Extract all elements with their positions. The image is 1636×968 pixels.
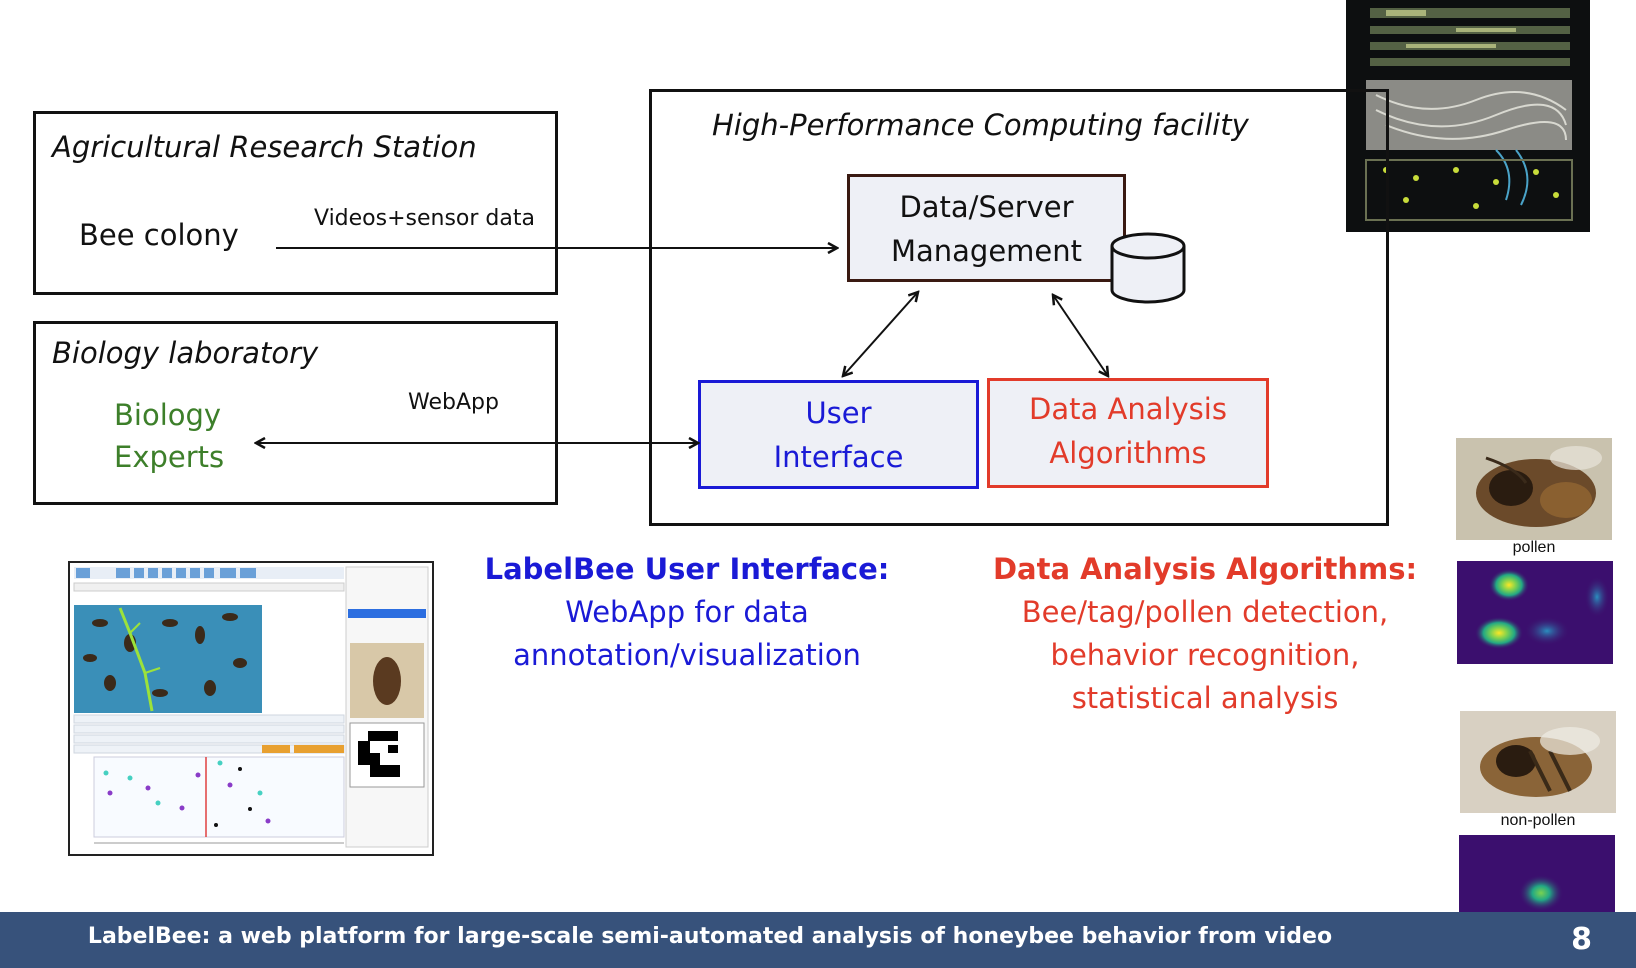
biology-lab-box: Biology laboratory Biology Experts WebAp…	[33, 321, 558, 505]
agricultural-station-box: Agricultural Research Station Bee colony…	[33, 111, 558, 295]
algo-box-line-1: Data Analysis	[1029, 392, 1227, 426]
hpc-facility-box: High-Performance Computing facility	[649, 89, 1389, 526]
ui-box-line-2: Interface	[773, 440, 904, 474]
ui-caption-line-2: annotation/visualization	[513, 638, 861, 672]
labelbee-ui-screenshot	[68, 561, 434, 856]
ui-caption-line-1: WebApp for data	[565, 595, 809, 629]
videos-sensor-label: Videos+sensor data	[314, 206, 535, 231]
database-icon	[1108, 230, 1188, 310]
pollen-bee-image	[1456, 438, 1612, 540]
algo-caption-line-1: Bee/tag/pollen detection,	[1021, 595, 1389, 629]
biology-experts-label: Biology Experts	[114, 394, 224, 478]
ui-caption: LabelBee User Interface: WebApp for data…	[460, 548, 914, 677]
algorithms-box: Data Analysis Algorithms	[987, 378, 1269, 488]
server-line-1: Data/Server	[899, 190, 1074, 224]
algo-caption-line-3: statistical analysis	[1071, 681, 1339, 715]
algo-caption: Data Analysis Algorithms: Bee/tag/pollen…	[970, 548, 1440, 720]
server-rack-image	[1346, 0, 1590, 232]
footer-bar: LabelBee: a web platform for large-scale…	[0, 912, 1636, 968]
webapp-label: WebApp	[408, 390, 499, 415]
non-pollen-bee-image	[1460, 711, 1616, 813]
hpc-title: High-Performance Computing facility	[712, 108, 1249, 142]
pollen-label: pollen	[1512, 539, 1556, 556]
ui-box-line-1: User	[805, 396, 872, 430]
pollen-heatmap	[1457, 561, 1613, 664]
footer-title: LabelBee: a web platform for large-scale…	[87, 924, 1333, 949]
algo-box-line-2: Algorithms	[1049, 436, 1207, 470]
algo-caption-heading: Data Analysis Algorithms:	[992, 552, 1418, 586]
server-line-2: Management	[890, 234, 1083, 268]
experts-line-1: Biology	[114, 398, 222, 432]
lab-title: Biology laboratory	[52, 336, 319, 370]
ui-caption-heading: LabelBee User Interface:	[484, 552, 890, 586]
experts-line-2: Experts	[114, 440, 225, 474]
bee-colony-label: Bee colony	[79, 218, 239, 252]
page-number: 8	[1571, 922, 1592, 957]
non-pollen-label: non-pollen	[1500, 812, 1576, 829]
server-management-box: Data/Server Management	[847, 174, 1126, 282]
algo-caption-line-2: behavior recognition,	[1050, 638, 1360, 672]
user-interface-box: User Interface	[698, 380, 979, 489]
station-title: Agricultural Research Station	[52, 130, 477, 164]
